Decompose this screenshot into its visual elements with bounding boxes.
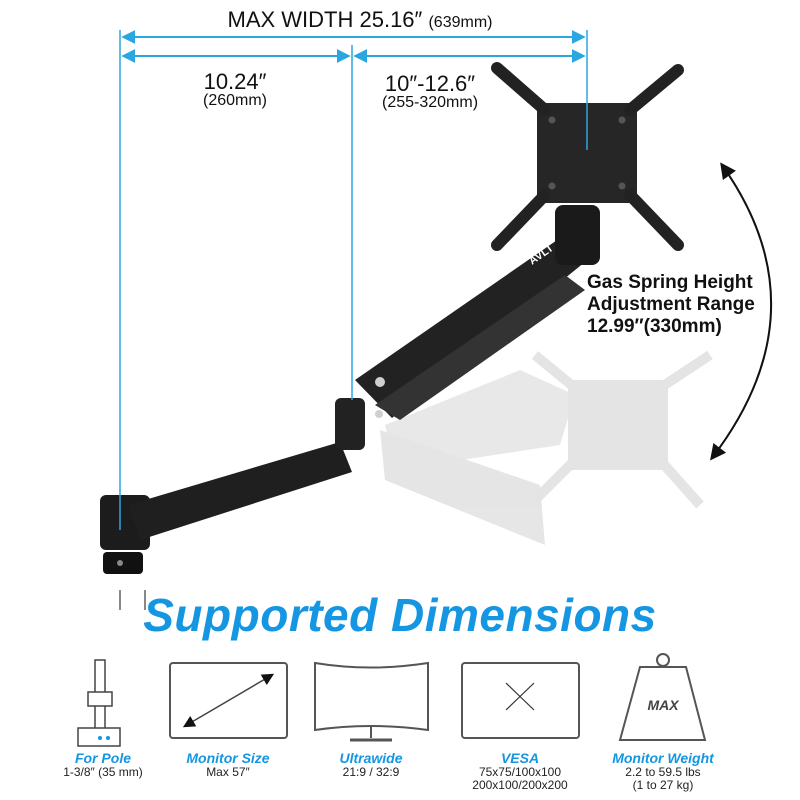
feature-detail: Max 57″ bbox=[206, 765, 250, 779]
tilt-head bbox=[555, 205, 600, 265]
feature-monitor-size: Monitor Size Max 57″ bbox=[153, 750, 303, 779]
extension-mm: (255-320mm) bbox=[381, 94, 479, 112]
gas-spring-line2: Adjustment Range bbox=[587, 294, 755, 315]
feature-title: Monitor Weight bbox=[612, 750, 714, 766]
pole-icon bbox=[77, 659, 121, 747]
feature-detail-2: 200x100/200x200 bbox=[472, 778, 568, 792]
feature-detail: 2.2 to 59.5 lbs bbox=[625, 765, 701, 779]
gas-spring-arm bbox=[355, 238, 585, 418]
max-width-label: MAX WIDTH 25.16″ (639mm) bbox=[180, 8, 540, 32]
feature-vesa: VESA 75x75/100x100 200x100/200x200 bbox=[445, 750, 595, 792]
vesa-icon bbox=[461, 662, 580, 739]
feature-title: Monitor Size bbox=[186, 750, 270, 766]
gas-spring-label: Gas Spring Height Adjustment Range 12.99… bbox=[587, 272, 787, 338]
section-headline: Supported Dimensions bbox=[143, 589, 657, 641]
arm-length-mm: (260mm) bbox=[202, 92, 267, 110]
feature-title: For Pole bbox=[74, 750, 131, 766]
max-width-value: MAX WIDTH 25.16″ bbox=[227, 7, 423, 32]
feature-detail-2: (1 to 27 kg) bbox=[632, 778, 694, 792]
curved-monitor-icon bbox=[314, 661, 429, 742]
extension-value: 10″-12.6″ bbox=[384, 71, 476, 96]
feature-detail: 21:9 / 32:9 bbox=[342, 765, 400, 779]
feature-title: VESA bbox=[500, 750, 540, 766]
weight-icon: MAX bbox=[618, 653, 707, 741]
max-width-mm: (639mm) bbox=[428, 14, 493, 31]
monitor-arm: AVLT bbox=[100, 62, 684, 574]
height-range-arrow bbox=[710, 162, 773, 461]
feature-pole: For Pole 1-3/8″ (35 mm) bbox=[28, 750, 178, 779]
gas-spring-line3: 12.99″(330mm) bbox=[587, 316, 722, 337]
weight-icon-label: MAX bbox=[647, 697, 680, 713]
ghost-lowered-arm bbox=[380, 350, 713, 545]
feature-detail: 75x75/100x100 bbox=[478, 765, 562, 779]
gas-spring-line1: Gas Spring Height bbox=[587, 272, 753, 293]
feature-ultrawide: Ultrawide 21:9 / 32:9 bbox=[296, 750, 446, 779]
elbow-joint bbox=[335, 398, 365, 450]
feature-monitor-weight: Monitor Weight 2.2 to 59.5 lbs (1 to 27 … bbox=[588, 750, 738, 792]
extension-label: 10″-12.6″ (255-320mm) bbox=[355, 72, 505, 112]
dimension-lines bbox=[119, 30, 588, 610]
monitor-icon bbox=[169, 662, 288, 739]
feature-detail: 1-3/8″ (35 mm) bbox=[63, 765, 143, 779]
arm-length-value: 10.24″ bbox=[203, 69, 267, 94]
arm-length-label: 10.24″ (260mm) bbox=[170, 70, 300, 110]
feature-title: Ultrawide bbox=[339, 750, 403, 766]
lower-arm bbox=[128, 442, 352, 540]
